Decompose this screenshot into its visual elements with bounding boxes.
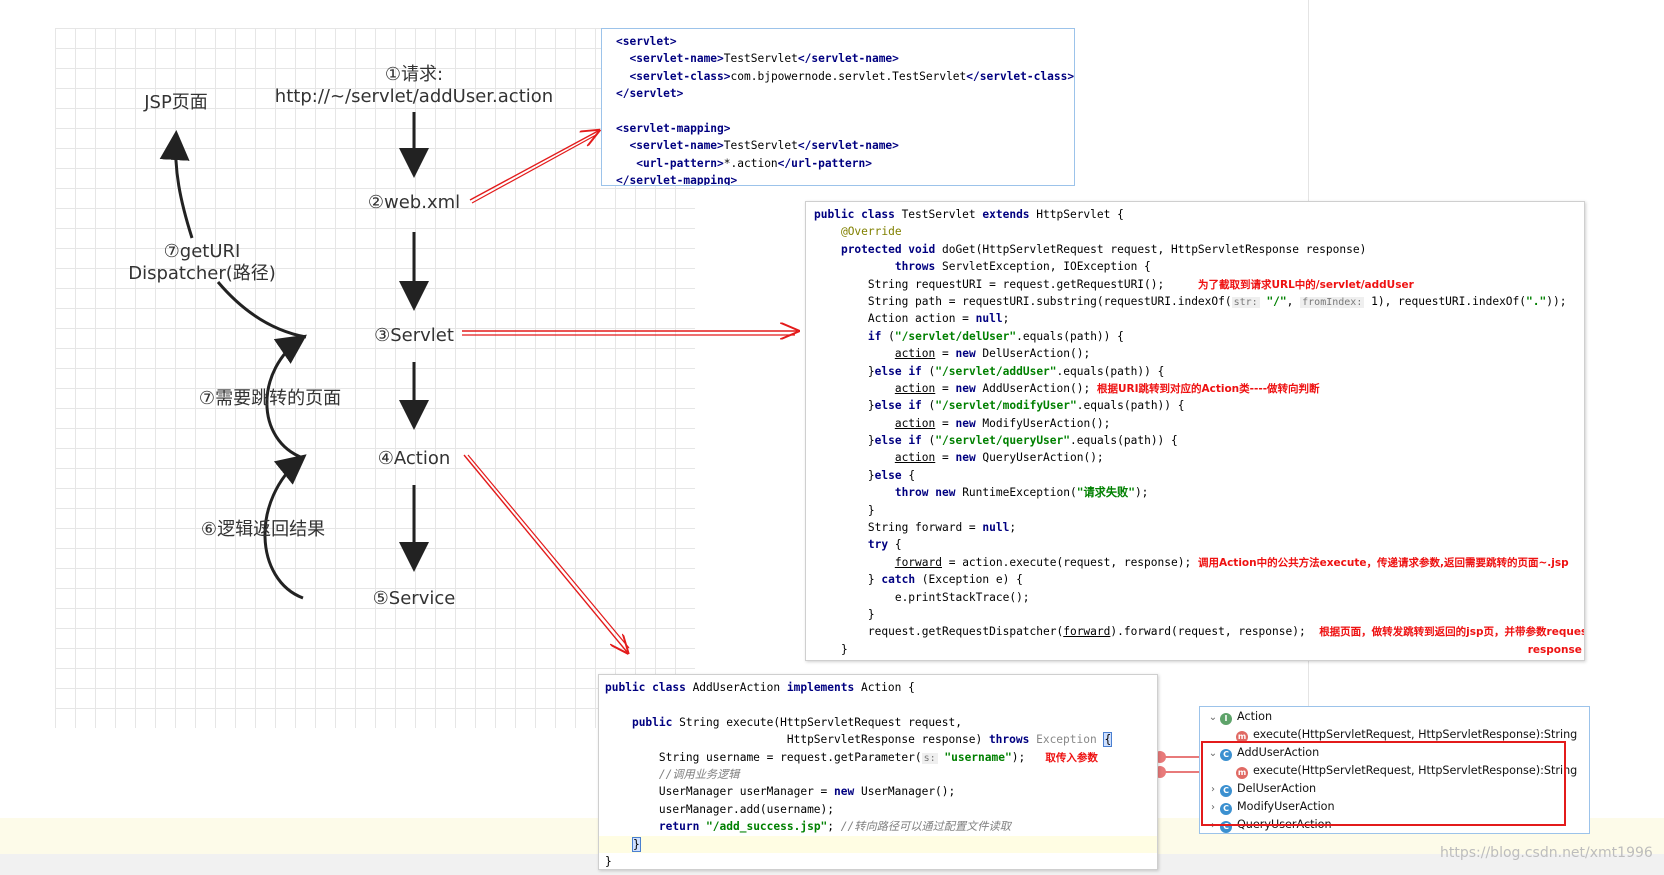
code-line: }	[867, 503, 875, 517]
annotation-note: response	[1527, 643, 1582, 656]
code-line: HttpServletResponse response) throws Exc…	[786, 732, 1113, 748]
code-line: <servlet-mapping>	[616, 121, 731, 135]
flow-request-label: ①请求:	[384, 64, 444, 85]
servlet-code-panel: public class TestServlet extends HttpSer…	[805, 201, 1585, 661]
code-line-blank	[616, 103, 1074, 120]
code-line: public String execute(HttpServletRequest…	[631, 715, 962, 729]
flow-webxml: ②web.xml	[367, 192, 461, 213]
flow-request-url: http://~/servlet/addUser.action	[274, 86, 554, 107]
chevron-down-icon[interactable]: ⌄	[1208, 712, 1218, 723]
code-line: //调用业务逻辑	[658, 767, 740, 781]
interface-icon: I	[1220, 713, 1232, 725]
code-line: <url-pattern>*.action</url-pattern>	[636, 156, 872, 170]
code-line: public class AddUserAction implements Ac…	[605, 681, 915, 694]
flow-dispatcher: Dispatcher(路径)	[128, 263, 276, 284]
code-line: } catch (Exception e) {	[867, 573, 1023, 587]
code-line: }response	[840, 642, 1582, 656]
code-line: }else if ("/servlet/addUser".equals(path…	[867, 364, 1165, 378]
code-line: @Override	[840, 225, 902, 239]
arrow-result-to-action	[263, 454, 307, 600]
flow-logic-return: ⑥逻辑返回结果	[200, 519, 326, 540]
code-line: }	[867, 607, 875, 621]
code-line: <servlet>	[616, 35, 677, 48]
code-line: e.printStackTrace();	[894, 590, 1030, 604]
code-line: <servlet-name>TestServlet</servlet-name>	[629, 52, 899, 66]
code-line-blank	[605, 696, 1157, 713]
arrow-page-to-servlet	[265, 334, 307, 460]
code-line: UserManager userManager = new UserManage…	[658, 785, 956, 799]
code-line: </servlet>	[616, 87, 684, 101]
class-icon: C	[1220, 749, 1232, 761]
code-line: }else if ("/servlet/queryUser".equals(pa…	[867, 434, 1178, 448]
code-line: public class TestServlet extends HttpSer…	[814, 208, 1124, 221]
arrow-geturi-to-jsp	[159, 130, 194, 239]
red-arrow-webxml-to-xml-2	[471, 134, 597, 204]
annotation-note: 取传入参数	[1045, 751, 1098, 764]
annotation-note: 调用Action中的公共方法execute，传递请求参数,返回需要跳转的页面~.…	[1197, 556, 1569, 569]
annotation-note: 根据URI跳转到对应的Action类----做转向判断	[1096, 382, 1320, 395]
code-line: throw new RuntimeException("请求失败");	[894, 486, 1149, 500]
class-icon: C	[1220, 785, 1232, 797]
code-line: action = new QueryUserAction();	[894, 451, 1104, 465]
code-line: userManager.add(username);	[658, 802, 835, 816]
code-line: forward = action.execute(request, respon…	[894, 555, 1569, 569]
code-line: <servlet-class>com.bjpowernode.servlet.T…	[629, 69, 1075, 83]
code-line: }else if ("/servlet/modifyUser".equals(p…	[867, 399, 1185, 413]
red-arrow-action-to-code-2	[467, 454, 630, 649]
code-line: protected void doGet(HttpServletRequest …	[840, 242, 1367, 256]
chevron-right-icon[interactable]: ›	[1211, 802, 1215, 813]
code-line: }	[605, 854, 612, 868]
code-line: String requestURI = request.getRequestUR…	[867, 277, 1414, 291]
code-line: Action action = null;	[867, 312, 1010, 326]
annotation-note: 根据页面，做转发跳转到返回的jsp页，并带参数request,	[1319, 626, 1585, 639]
webxml-code-panel: <servlet> <servlet-name>TestServlet</ser…	[601, 28, 1075, 186]
method-icon: m	[1236, 767, 1248, 779]
highlight-rectangle	[1201, 741, 1566, 826]
code-line: action = new DelUserAction();	[894, 347, 1091, 361]
flow-geturi: ⑦getURI	[163, 241, 241, 262]
annotation-note: 为了截取到请求URL中的/servlet/addUser	[1197, 278, 1414, 291]
code-line: if ("/servlet/delUser".equals(path)) {	[867, 329, 1124, 343]
red-arrow-action-to-code	[463, 454, 627, 652]
code-line: action = new ModifyUserAction();	[894, 416, 1111, 430]
flow-servlet: ③Servlet	[374, 325, 454, 346]
code-line: request.getRequestDispatcher(forward).fo…	[814, 623, 1584, 640]
arrow-dispatcher-to-servlet	[216, 281, 307, 339]
code-line: String path = requestURI.substring(reque…	[867, 294, 1567, 308]
code-line: String forward = null;	[867, 521, 1017, 535]
code-line: try {	[867, 538, 902, 552]
code-line-current: }	[599, 835, 1157, 853]
red-arrow-webxml-to-xml	[469, 131, 598, 201]
code-line: String username = request.getParameter(s…	[658, 750, 1098, 764]
watermark: https://blog.csdn.net/xmt1996	[1440, 845, 1653, 861]
code-line: throws ServletException, IOException {	[894, 260, 1151, 274]
chevron-right-icon[interactable]: ›	[1211, 784, 1215, 795]
code-line: </servlet-mapping>	[616, 174, 738, 186]
code-line: <servlet-name>TestServlet</servlet-name>	[629, 139, 899, 153]
chevron-down-icon[interactable]: ⌄	[1208, 748, 1218, 759]
flow-jsp-page: JSP页面	[144, 92, 208, 113]
code-line: }else {	[867, 468, 916, 482]
code-line: return "/add_success.jsp"; //转向路径可以通过配置文…	[658, 820, 1011, 834]
class-icon: C	[1220, 803, 1232, 815]
code-line: action = new AddUserAction(); 根据URI跳转到对应…	[894, 381, 1320, 395]
method-icon: m	[1236, 731, 1248, 743]
adduseraction-code-panel: public class AddUserAction implements Ac…	[598, 674, 1158, 870]
flow-need-page: ⑦需要跳转的页面	[198, 388, 342, 409]
flow-action: ④Action	[377, 448, 451, 469]
flow-service: ⑤Service	[372, 588, 456, 609]
